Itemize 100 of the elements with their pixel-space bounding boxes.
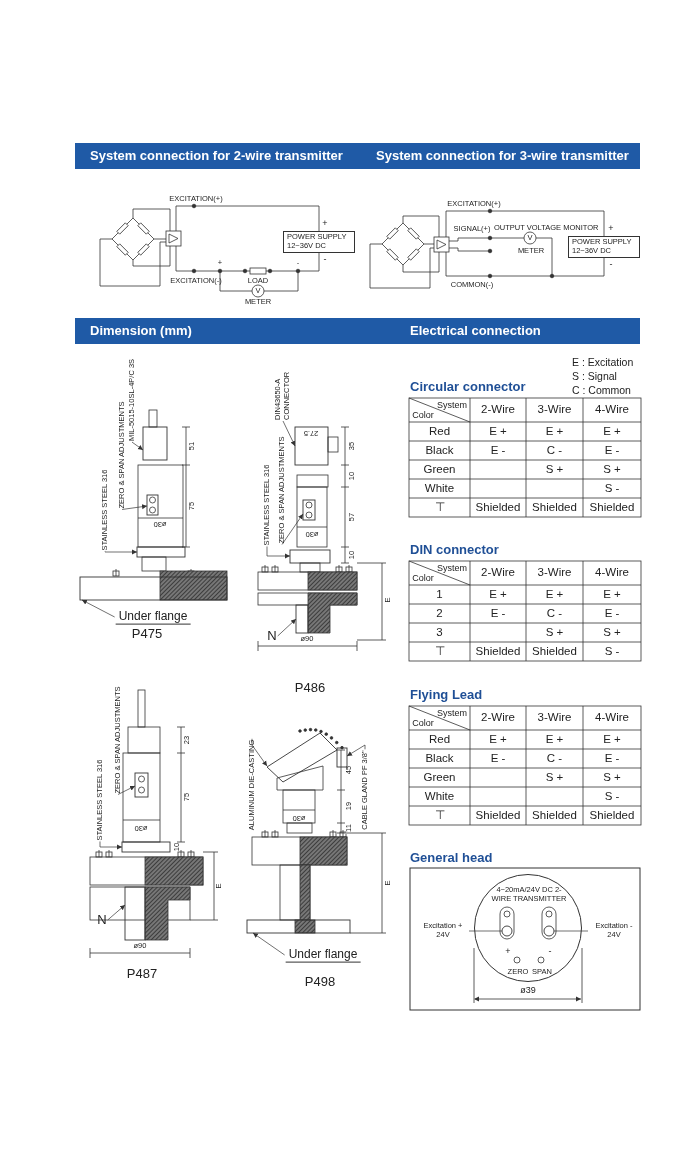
wiring-code: S + <box>545 770 564 785</box>
wiring-code: E - <box>490 751 506 766</box>
row-heading: Green <box>423 462 456 477</box>
wiring-code: E - <box>604 606 620 621</box>
column-heading: 4-Wire <box>595 711 629 725</box>
terminal-screw <box>501 925 513 937</box>
table-title: DIN connector <box>410 542 499 558</box>
wiring-code: E + <box>545 424 564 439</box>
polarity-mark: - <box>323 253 327 265</box>
wiring-code: S + <box>545 625 564 640</box>
wiring-code: C - <box>546 751 563 766</box>
wiring-code: S - <box>604 644 620 659</box>
wiring-code: E + <box>489 424 507 439</box>
wiring-code: E - <box>604 443 620 458</box>
wiring-code: C - <box>546 606 563 621</box>
hex-nut <box>289 549 331 564</box>
wiring-code: S + <box>545 462 564 477</box>
column-heading: System <box>437 399 467 411</box>
column-heading: System <box>437 707 467 719</box>
row-heading: 2 <box>436 606 443 621</box>
wiring-code: E + <box>545 732 564 747</box>
row-heading: White <box>424 481 455 496</box>
callout-label: Under flange <box>115 609 191 625</box>
table-title: Circular connector <box>410 379 526 395</box>
column-heading: 4-Wire <box>595 566 629 580</box>
row-heading: Red <box>428 732 451 747</box>
polarity-mark: + <box>608 222 614 234</box>
hex-nut <box>121 841 171 853</box>
column-heading: 3-Wire <box>537 403 572 417</box>
wiring-code: E + <box>603 587 621 602</box>
section-heading: System connection for 3-wire transmitter <box>376 148 629 164</box>
terminal-mark: + <box>505 945 511 957</box>
column-heading: 2-Wire <box>481 711 515 725</box>
leader-line <box>553 930 589 932</box>
adjustment-plate <box>134 772 149 798</box>
row-heading: Color <box>412 572 434 584</box>
terminal-housing <box>266 732 338 783</box>
model-label: P487 <box>126 966 158 982</box>
column-heading: 3-Wire <box>537 711 572 725</box>
callout-label: Under flange <box>285 947 361 963</box>
flange <box>79 576 228 601</box>
section-header-band <box>75 318 640 344</box>
wiring-code: S - <box>604 789 620 804</box>
adjustment-plate <box>146 494 159 516</box>
wiring-code: Shielded <box>532 500 577 515</box>
section-header-band <box>75 143 640 169</box>
dimension-value: ø39 <box>520 984 536 996</box>
row-heading: 1 <box>436 587 443 602</box>
wiring-code: E + <box>603 424 621 439</box>
wiring-code: E + <box>489 732 507 747</box>
row-heading: Green <box>423 770 456 785</box>
column-heading: 2-Wire <box>481 403 515 417</box>
cable-gland <box>336 747 348 768</box>
wiring-code: Shielded <box>532 644 577 659</box>
connector-plug <box>294 426 329 466</box>
column-heading: 2-Wire <box>481 566 515 580</box>
process-stem <box>295 604 309 634</box>
callout-label: N <box>267 628 277 644</box>
section-heading: Electrical connection <box>410 323 541 339</box>
polarity-mark: + <box>322 217 328 229</box>
column-heading: 3-Wire <box>537 566 572 580</box>
row-heading: White <box>424 789 455 804</box>
wiring-code: E - <box>490 443 506 458</box>
row-heading: Color <box>412 717 434 729</box>
abbreviation-key: E : Excitation <box>572 355 634 369</box>
wiring-code: C - <box>546 443 563 458</box>
wiring-code: E + <box>545 587 564 602</box>
table-title: Flying Lead <box>410 687 483 703</box>
wiring-code: Shielded <box>475 644 521 659</box>
section-heading: System connection for 2-wire transmitter <box>90 148 343 164</box>
row-heading: ⊤ <box>434 500 445 515</box>
connector-plug <box>142 426 168 461</box>
row-heading: ⊤ <box>434 644 445 659</box>
wiring-code: S - <box>604 481 620 496</box>
wiring-code: S + <box>603 462 621 477</box>
callout-label: N <box>97 912 107 928</box>
wiring-code: Shielded <box>589 500 635 515</box>
leader-line <box>468 930 503 932</box>
terminal-mark: - <box>548 945 552 957</box>
abbreviation-key: C : Common <box>572 383 631 397</box>
adjustment-plate <box>302 499 316 521</box>
model-label: P475 <box>131 626 163 642</box>
row-heading: Red <box>428 424 451 439</box>
row-heading: Black <box>425 443 454 458</box>
wiring-code: Shielded <box>475 500 521 515</box>
column-heading: 4-Wire <box>595 403 629 417</box>
polarity-mark: - <box>609 258 613 270</box>
process-stem <box>124 886 146 941</box>
wiring-code: Shielded <box>532 808 577 823</box>
model-label: P486 <box>294 680 326 696</box>
abbreviation-key: S : Signal <box>572 369 617 383</box>
wiring-code: S + <box>603 625 621 640</box>
section-heading: Dimension (mm) <box>90 323 192 339</box>
row-heading: Black <box>425 751 454 766</box>
row-heading: ⊤ <box>434 808 445 823</box>
wiring-code: E + <box>489 587 507 602</box>
panel-title: General head <box>410 850 493 866</box>
terminal-screw <box>543 925 555 937</box>
wiring-code: Shielded <box>589 808 635 823</box>
wiring-code: S + <box>603 770 621 785</box>
